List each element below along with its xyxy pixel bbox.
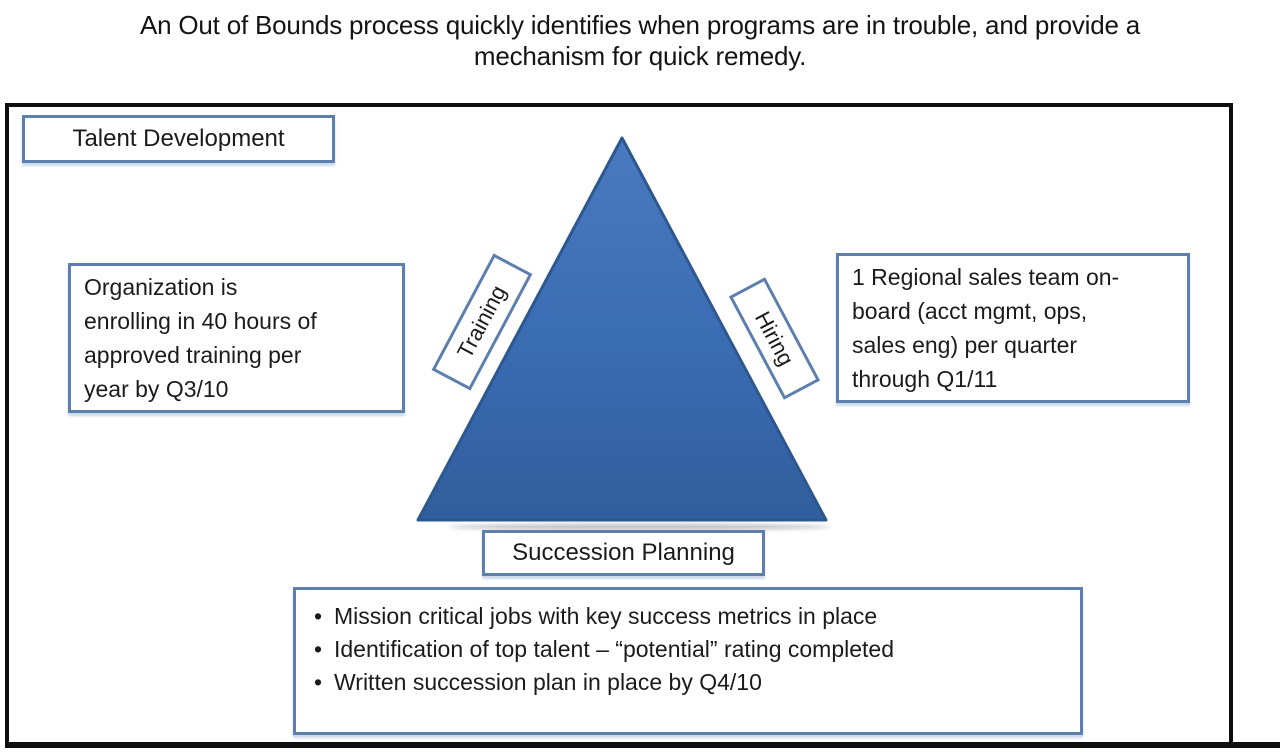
triangle-shadow bbox=[448, 524, 830, 530]
pyramid-triangle bbox=[416, 136, 828, 522]
bullet-text: Written succession plan in place by Q4/1… bbox=[334, 669, 762, 695]
hiring-note-text: 1 Regional sales team on- board (acct mg… bbox=[852, 264, 1120, 392]
bullet-icon: • bbox=[314, 669, 323, 695]
talent-development-label: Talent Development bbox=[72, 125, 285, 152]
bullet-text: Identification of top talent – “potentia… bbox=[334, 636, 895, 662]
succession-bullet-list: • Mission critical jobs with key success… bbox=[314, 600, 894, 699]
list-item: • Mission critical jobs with key success… bbox=[314, 600, 894, 633]
hiring-note-box: 1 Regional sales team on- board (acct mg… bbox=[836, 253, 1190, 403]
training-note-box: Organization is enrolling in 40 hours of… bbox=[68, 263, 405, 413]
training-note-text: Organization is enrolling in 40 hours of… bbox=[84, 274, 317, 402]
bullet-icon: • bbox=[314, 636, 323, 662]
bullet-icon: • bbox=[314, 603, 323, 629]
succession-planning-label: Succession Planning bbox=[512, 539, 735, 566]
list-item: • Identification of top talent – “potent… bbox=[314, 633, 894, 666]
bullet-text: Mission critical jobs with key success m… bbox=[334, 603, 878, 629]
triangle-shape bbox=[416, 136, 828, 522]
slide-title: An Out of Bounds process quickly identif… bbox=[139, 10, 1141, 71]
list-item: • Written succession plan in place by Q4… bbox=[314, 666, 894, 699]
succession-details-box: • Mission critical jobs with key success… bbox=[293, 587, 1083, 735]
bottom-rule bbox=[5, 742, 1280, 748]
succession-planning-box: Succession Planning bbox=[482, 530, 765, 576]
talent-development-box: Talent Development bbox=[22, 115, 335, 163]
